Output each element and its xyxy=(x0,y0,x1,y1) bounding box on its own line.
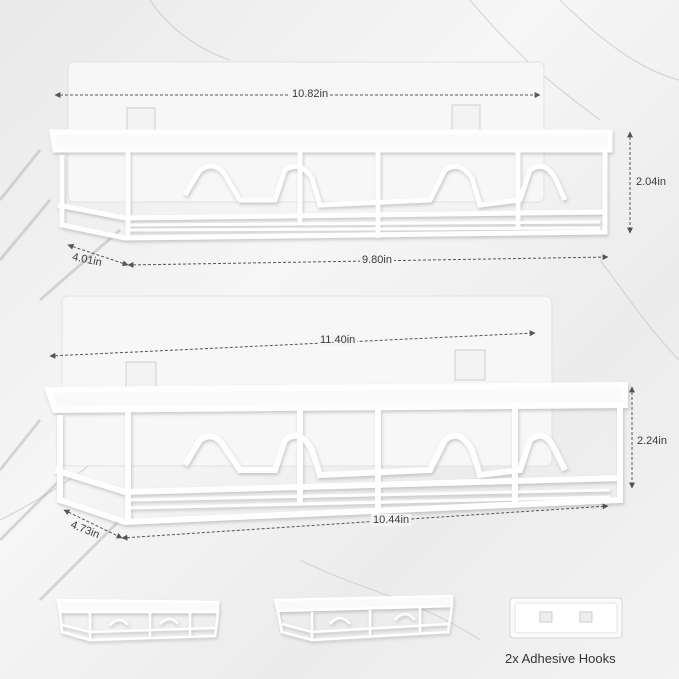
top-height-label: 2.04in xyxy=(636,176,666,188)
bottom-height-label: 2.24in xyxy=(637,435,667,447)
thumbnail-shelf-1 xyxy=(56,598,220,642)
hooks-caption: 2x Adhesive Hooks xyxy=(505,651,616,666)
top-shelf xyxy=(49,61,613,241)
thumbnail-shelf-2 xyxy=(273,594,454,642)
top-width-label: 10.82in xyxy=(290,88,331,100)
marble-veins xyxy=(0,0,679,641)
bottom-shelf xyxy=(43,295,628,526)
thumbnail-adhesive-hooks xyxy=(509,597,623,639)
bottom-right-clip xyxy=(454,349,486,381)
top-inner-length-label: 9.80in xyxy=(360,254,394,266)
top-right-clip xyxy=(451,104,481,132)
bottom-inner-length-label: 10.44in xyxy=(371,514,412,526)
bottom-dimension-lines xyxy=(49,330,635,541)
bottom-width-label: 11.40in xyxy=(318,334,358,346)
